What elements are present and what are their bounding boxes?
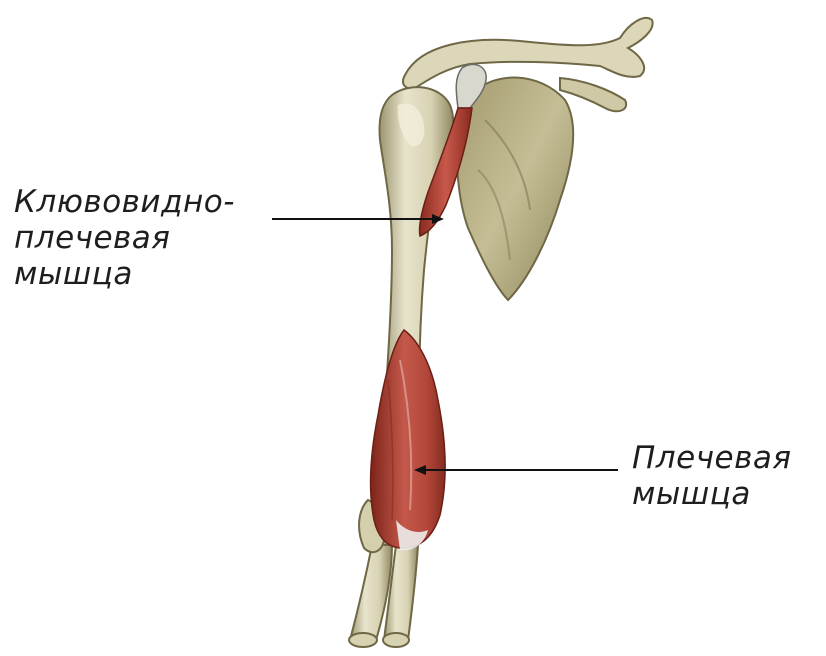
scapula	[457, 78, 573, 300]
brachialis-label-line2: мышца	[632, 476, 792, 512]
coracobrachialis-label-line1: Клювовидно-	[14, 184, 235, 220]
brachialis-muscle	[371, 330, 446, 550]
brachialis-label: Плечевая мышца	[632, 440, 792, 512]
brachialis-label-line1: Плечевая	[632, 440, 792, 476]
coracobrachialis-label: Клювовидно- плечевая мышца	[14, 184, 235, 292]
coracobrachialis-label-line3: мышца	[14, 256, 235, 292]
coracobrachialis-label-line2: плечевая	[14, 220, 235, 256]
